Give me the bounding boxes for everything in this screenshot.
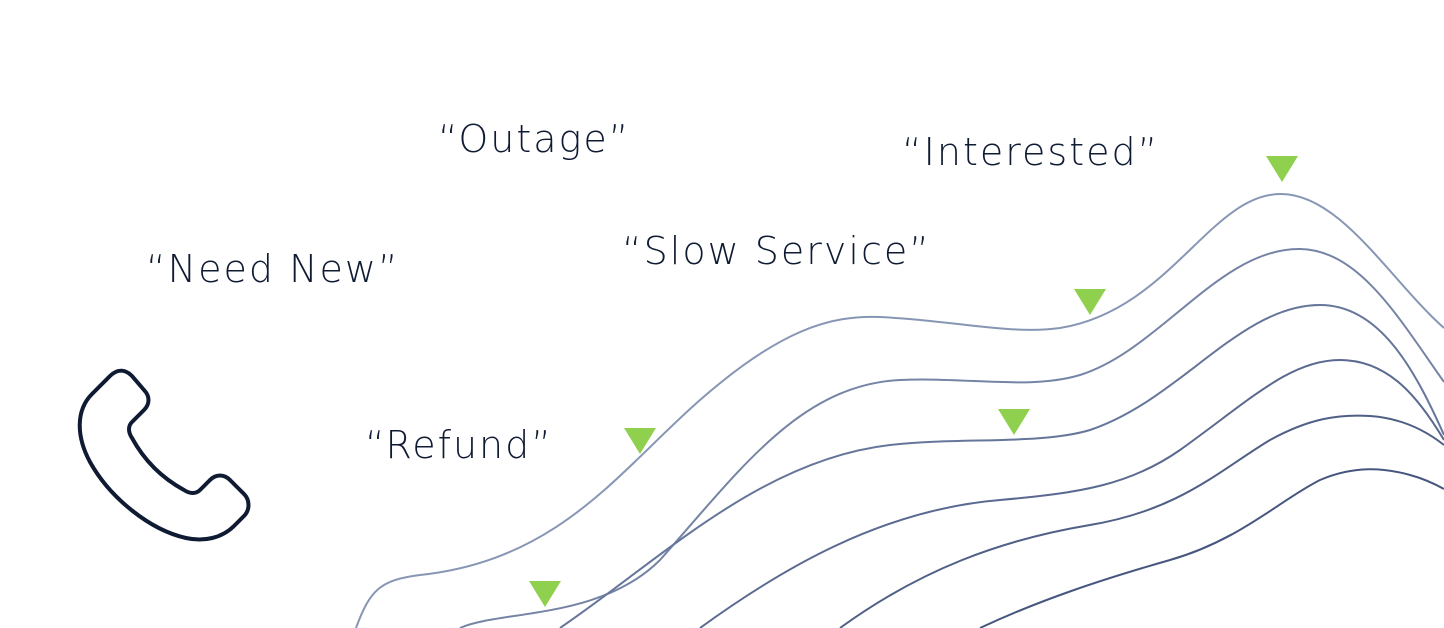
wave-line-2 [459,247,1444,628]
marker-need-new [529,581,561,607]
marker-interested [1266,156,1298,182]
phrase-outage: “Outage” [438,117,631,161]
wave-line-6 [979,468,1444,628]
phrase-refund: “Refund” [365,423,553,467]
wave-line-5 [839,414,1444,628]
phrase-interested: “Interested” [902,130,1160,174]
phrase-slow-service: “Slow Service” [622,229,931,273]
phrase-need-new: “Need New” [146,247,400,291]
wave-line-3 [559,303,1444,628]
wave-line-1 [355,192,1444,628]
wave-line-4 [699,358,1444,628]
marker-refund [624,428,656,454]
marker-slow-service [1074,289,1106,315]
phone-icon [77,368,251,542]
marker-outage [998,409,1030,435]
